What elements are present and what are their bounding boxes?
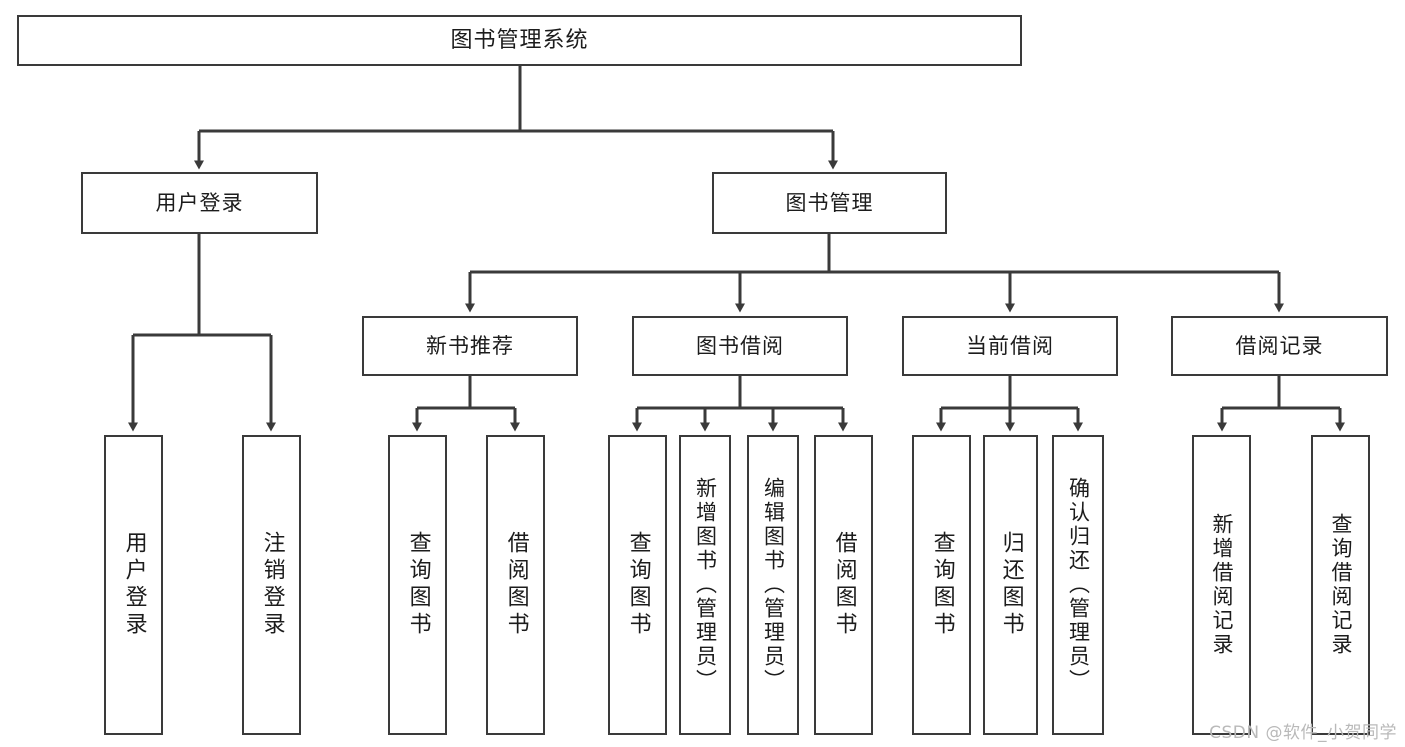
node-root-label: 图书管理系统	[450, 27, 589, 53]
leaf-borrow-book-label: 借阅图书	[831, 531, 857, 639]
leaf-query-book-current[interactable]: 查询图书	[912, 435, 971, 735]
node-book-borrow[interactable]: 图书借阅	[632, 316, 848, 376]
leaf-borrow-book[interactable]: 借阅图书	[814, 435, 873, 735]
leaf-confirm-return-admin-label: 确认归还（管理员）	[1066, 477, 1091, 693]
node-user-login[interactable]: 用户登录	[81, 172, 318, 234]
leaf-add-book-admin[interactable]: 新增图书（管理员）	[679, 435, 731, 735]
node-borrow-record-label: 借阅记录	[1235, 333, 1324, 358]
node-new-book-recommend-label: 新书推荐	[426, 333, 514, 358]
leaf-query-borrow-record[interactable]: 查询借阅记录	[1311, 435, 1370, 735]
leaf-add-borrow-record-label: 新增借阅记录	[1210, 513, 1235, 657]
leaf-user-login[interactable]: 用户登录	[104, 435, 163, 735]
leaf-return-book[interactable]: 归还图书	[983, 435, 1038, 735]
leaf-query-book-borrow[interactable]: 查询图书	[608, 435, 667, 735]
leaf-edit-book-admin[interactable]: 编辑图书（管理员）	[747, 435, 799, 735]
leaf-borrow-book-new[interactable]: 借阅图书	[486, 435, 545, 735]
leaf-edit-book-admin-label: 编辑图书（管理员）	[761, 477, 786, 693]
leaf-logout-label: 注销登录	[259, 531, 285, 639]
node-book-management[interactable]: 图书管理	[712, 172, 947, 234]
leaf-borrow-book-new-label: 借阅图书	[503, 531, 529, 639]
node-user-login-label: 用户登录	[155, 190, 244, 215]
leaf-add-book-admin-label: 新增图书（管理员）	[693, 477, 718, 693]
leaf-confirm-return-admin[interactable]: 确认归还（管理员）	[1052, 435, 1104, 735]
leaf-query-borrow-record-label: 查询借阅记录	[1329, 513, 1354, 657]
node-root[interactable]: 图书管理系统	[17, 15, 1022, 66]
node-new-book-recommend[interactable]: 新书推荐	[362, 316, 578, 376]
leaf-logout[interactable]: 注销登录	[242, 435, 301, 735]
node-book-borrow-label: 图书借阅	[696, 333, 784, 358]
leaf-query-book-current-label: 查询图书	[929, 531, 955, 639]
leaf-return-book-label: 归还图书	[998, 531, 1024, 639]
leaf-add-borrow-record[interactable]: 新增借阅记录	[1192, 435, 1251, 735]
node-book-management-label: 图书管理	[785, 190, 874, 215]
leaf-user-login-label: 用户登录	[121, 531, 147, 639]
leaf-query-book-borrow-label: 查询图书	[625, 531, 651, 639]
leaf-query-book-new-label: 查询图书	[405, 531, 431, 639]
leaf-query-book-new[interactable]: 查询图书	[388, 435, 447, 735]
node-borrow-record[interactable]: 借阅记录	[1171, 316, 1388, 376]
node-current-borrow[interactable]: 当前借阅	[902, 316, 1118, 376]
node-current-borrow-label: 当前借阅	[966, 333, 1054, 358]
watermark: CSDN @软件_小贺同学	[1209, 723, 1397, 743]
